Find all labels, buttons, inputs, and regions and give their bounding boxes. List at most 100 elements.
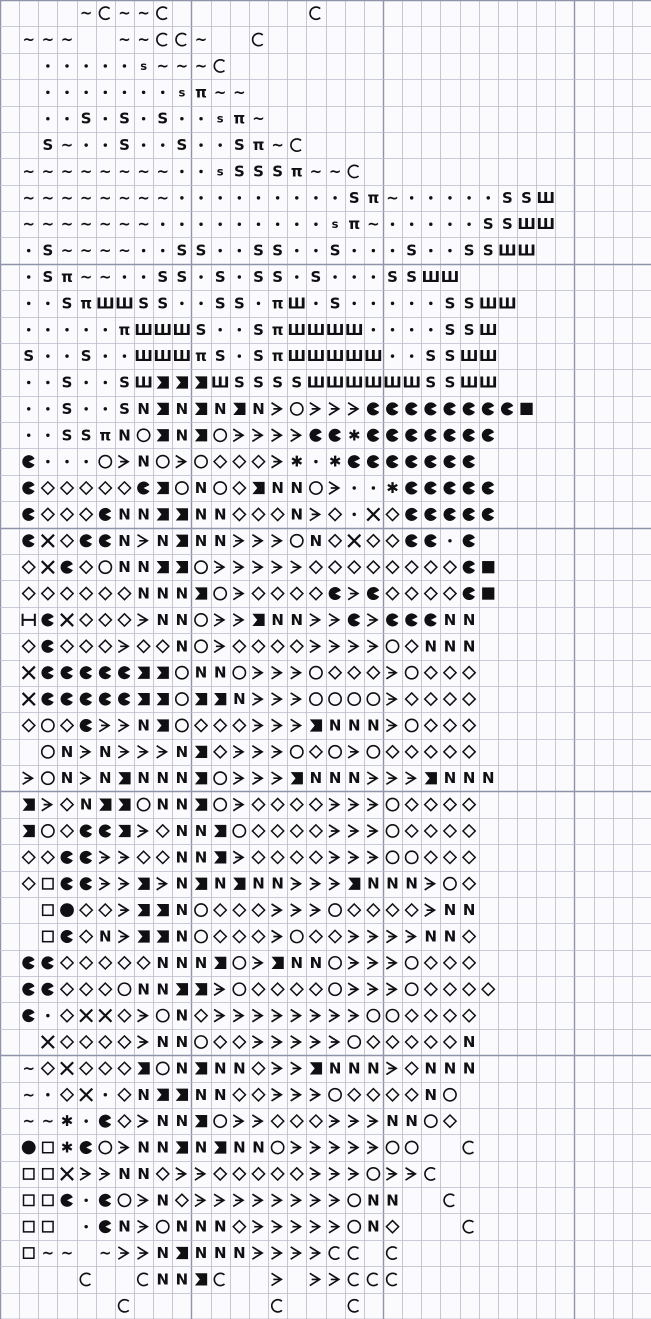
dot-symbol	[46, 354, 49, 357]
svg-text:S: S	[464, 321, 475, 339]
svg-text:N: N	[137, 1139, 150, 1157]
svg-text:Ш: Ш	[326, 374, 344, 392]
tilde-symbol: ~	[42, 189, 55, 207]
n-symbol: N	[195, 1218, 208, 1236]
s-symbol: S	[81, 110, 92, 128]
svg-text:S: S	[445, 294, 456, 312]
pi-symbol: π	[119, 321, 131, 339]
svg-text:S: S	[62, 426, 73, 444]
e-comb-symbol: Ш	[134, 374, 152, 392]
dot-symbol	[429, 223, 432, 226]
svg-text:S: S	[330, 242, 341, 260]
svg-text:~: ~	[42, 162, 55, 180]
dot-symbol	[180, 170, 183, 173]
svg-text:S: S	[464, 294, 475, 312]
svg-text:~: ~	[61, 215, 74, 233]
dot-symbol	[448, 223, 451, 226]
svg-text:N: N	[252, 1139, 265, 1157]
n-symbol: N	[137, 558, 150, 576]
s-symbol: S	[234, 162, 245, 180]
svg-text:N: N	[310, 532, 323, 550]
dot-symbol	[84, 1225, 87, 1228]
tilde-symbol: ~	[156, 57, 169, 75]
e-comb-symbol: Ш	[288, 347, 306, 365]
n-symbol: N	[176, 1033, 189, 1051]
n-symbol: N	[118, 505, 131, 523]
svg-text:π: π	[119, 321, 131, 339]
n-symbol: N	[176, 1270, 189, 1288]
n-symbol: N	[444, 769, 457, 787]
n-symbol: N	[386, 875, 399, 893]
asterisk-symbol: ✱	[386, 479, 399, 497]
svg-text:S: S	[234, 136, 245, 154]
dot-symbol	[372, 486, 375, 489]
n-symbol: N	[367, 1059, 380, 1077]
n-symbol: N	[176, 875, 189, 893]
n-symbol: N	[195, 505, 208, 523]
dot-symbol	[448, 249, 451, 252]
n-symbol: N	[195, 848, 208, 866]
svg-text:~: ~	[80, 215, 93, 233]
s-symbol: S	[483, 215, 494, 233]
dot-symbol	[218, 249, 221, 252]
n-symbol: N	[348, 769, 361, 787]
dot-symbol	[314, 460, 317, 463]
svg-text:N: N	[463, 1033, 476, 1051]
n-symbol: N	[195, 479, 208, 497]
tilde-symbol: ~	[22, 1059, 35, 1077]
tilde-symbol: ~	[99, 242, 112, 260]
s-symbol: S	[387, 268, 398, 286]
svg-text:N: N	[176, 611, 189, 629]
svg-text:N: N	[157, 980, 170, 998]
dot-symbol	[84, 328, 87, 331]
n-symbol: N	[176, 743, 189, 761]
n-symbol: N	[214, 664, 227, 682]
svg-text:✱: ✱	[329, 453, 342, 471]
dot-symbol	[352, 302, 355, 305]
s-symbol: S	[62, 426, 73, 444]
n-symbol: N	[367, 1191, 380, 1209]
svg-text:N: N	[463, 611, 476, 629]
dot-symbol	[27, 328, 30, 331]
e-comb-symbol: Ш	[536, 215, 554, 233]
n-symbol: N	[99, 927, 112, 945]
dot-symbol	[65, 354, 68, 357]
tilde-symbol: ~	[137, 162, 150, 180]
dot-symbol	[104, 117, 107, 120]
svg-text:S: S	[330, 294, 341, 312]
svg-text:N: N	[176, 1270, 189, 1288]
n-symbol: N	[176, 1218, 189, 1236]
svg-text:S: S	[253, 242, 264, 260]
pi-symbol: π	[272, 294, 284, 312]
dot-symbol	[391, 249, 394, 252]
s-symbol: S	[42, 268, 53, 286]
dot-symbol	[372, 249, 375, 252]
svg-text:S: S	[445, 374, 456, 392]
svg-text:N: N	[118, 505, 131, 523]
svg-text:Ш: Ш	[96, 294, 114, 312]
s-symbol: S	[272, 162, 283, 180]
dot-symbol	[46, 460, 49, 463]
svg-text:~: ~	[99, 268, 112, 286]
s-symbol: S	[23, 347, 34, 365]
dot-symbol	[199, 223, 202, 226]
dot-symbol	[314, 302, 317, 305]
solid-square-symbol	[482, 561, 494, 573]
svg-text:~: ~	[42, 215, 55, 233]
dot-symbol	[429, 328, 432, 331]
tilde-symbol: ~	[329, 162, 342, 180]
svg-text:~: ~	[42, 1244, 55, 1262]
tilde-symbol: ~	[176, 57, 189, 75]
e-comb-symbol: Ш	[383, 374, 401, 392]
n-symbol: N	[310, 769, 323, 787]
svg-text:~: ~	[310, 162, 323, 180]
s-symbol: S	[445, 347, 456, 365]
solid-square-symbol	[482, 587, 494, 599]
svg-text:π: π	[80, 294, 92, 312]
dot-symbol	[238, 223, 241, 226]
n-symbol: N	[137, 716, 150, 734]
tilde-symbol: ~	[42, 1112, 55, 1130]
tilde-symbol: ~	[61, 31, 74, 49]
s-symbol: S	[119, 400, 130, 418]
svg-text:~: ~	[118, 242, 131, 260]
